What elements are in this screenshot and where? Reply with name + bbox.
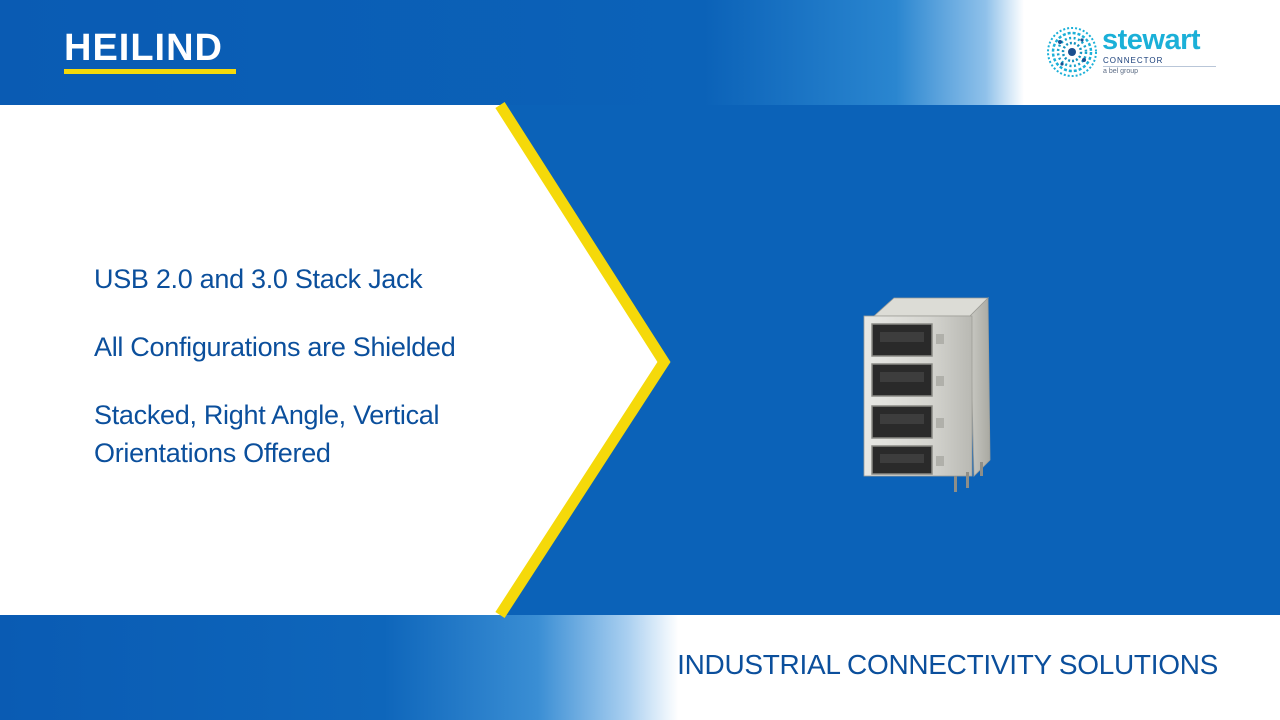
stewart-logo-word: stewart — [1102, 24, 1201, 56]
stewart-logo-sub: CONNECTOR — [1103, 56, 1164, 65]
heilind-logo[interactable]: HEILIND — [64, 28, 236, 76]
stewart-logo-group: a bel group — [1103, 68, 1139, 75]
heilind-logo-underline — [64, 69, 236, 74]
stewart-globe-icon — [1047, 27, 1097, 77]
usb-port-openings — [871, 323, 933, 475]
stewart-connector-logo[interactable]: stewart CONNECTOR a bel group — [1046, 24, 1221, 78]
stacked-usb-connector-image — [863, 297, 991, 492]
top-banner — [0, 0, 1280, 105]
bottom-banner — [0, 615, 1280, 720]
stewart-logo-divider — [1103, 66, 1216, 67]
feature-orientations: Stacked, Right Angle, Vertical Orientati… — [94, 400, 440, 468]
feature-shielded: All Configurations are Shielded — [94, 332, 456, 362]
heilind-logo-text: HEILIND — [64, 27, 223, 69]
yellow-chevron-line — [495, 102, 671, 618]
feature-usb-stack-jack: USB 2.0 and 3.0 Stack Jack — [94, 264, 423, 294]
tagline: INDUSTRIAL CONNECTIVITY SOLUTIONS — [677, 649, 1218, 680]
